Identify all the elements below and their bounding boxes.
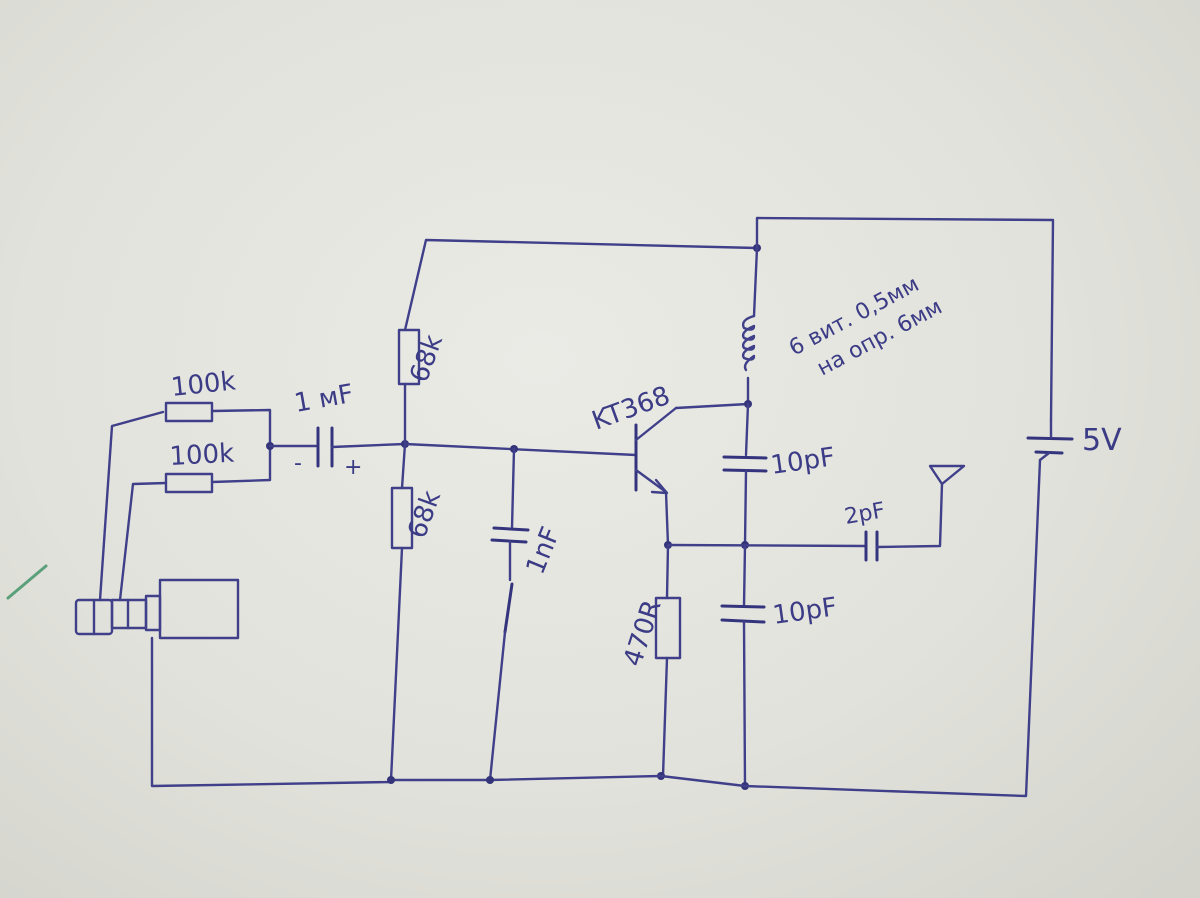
headphone-jack-icon — [74, 578, 240, 640]
wire-base — [403, 442, 638, 457]
transistor-icon — [634, 406, 678, 495]
battery-icon — [1026, 436, 1074, 455]
label-transistor: KT368 — [588, 381, 674, 437]
label-100k-top: 100k — [170, 366, 237, 403]
label-battery: 5V — [1082, 423, 1122, 458]
capacitor-1nf — [490, 526, 530, 544]
resistor-68k-top — [397, 328, 421, 386]
label-10pf-emitter: 10pF — [771, 592, 839, 631]
wire-ground-rail — [389, 458, 1042, 798]
wire-top-rail — [403, 238, 759, 332]
wire-jack-mid — [118, 481, 168, 602]
wire-jack-ground — [150, 636, 392, 788]
label-68k-top: 68k — [404, 331, 449, 386]
label-cap-plus: + — [344, 455, 362, 480]
label-cap-input: 1 мF — [292, 379, 356, 419]
capacitor-2pf — [864, 530, 879, 562]
resistor-100k-bottom — [164, 472, 214, 494]
label-10pf-collector: 10pF — [769, 442, 837, 481]
label-100k-bottom: 100k — [169, 439, 235, 472]
wire-jack-top — [98, 410, 165, 602]
antenna-icon — [928, 464, 966, 486]
resistor-100k-top — [164, 401, 214, 423]
label-cap-minus: - — [294, 451, 302, 476]
capacitor-input — [316, 426, 334, 468]
label-2pf: 2pF — [843, 498, 887, 530]
capacitor-10pf-collector — [722, 455, 768, 473]
label-68k-bottom: 68k — [402, 487, 447, 542]
coil-inductor — [741, 314, 756, 372]
capacitor-10pf-emitter — [720, 604, 766, 624]
